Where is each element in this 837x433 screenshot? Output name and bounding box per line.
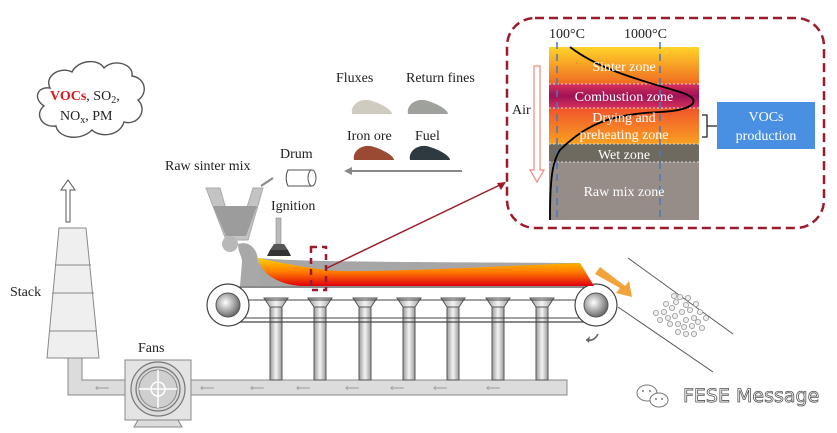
wind-box (263, 297, 289, 381)
stack-label: Stack (10, 285, 41, 300)
fans-label: Fans (138, 341, 164, 356)
ignition-hood (267, 217, 291, 256)
svg-text:⟵: ⟵ (296, 383, 310, 394)
sinter-zone-label: Sinter zone (592, 60, 655, 75)
raw-mix-zone (549, 162, 699, 220)
exhaust-up-arrow-icon (60, 179, 76, 223)
svg-text:⟵: ⟵ (250, 383, 264, 394)
sinter-particle (665, 314, 672, 321)
emissions-cloud: VOCs, SO2, NOx, PM (36, 61, 145, 138)
fuel-label: Fuel (415, 129, 440, 144)
emissions-line-1: VOCs, SO2, (50, 89, 120, 106)
watermark-text: FESE Message (683, 385, 819, 407)
iron-ore-pile (353, 145, 394, 160)
sinter-particle (699, 324, 706, 331)
sinter-particle (673, 298, 680, 305)
discharge-arrow-icon (595, 267, 632, 297)
wechat-icon (636, 384, 669, 408)
emissions-line-2: NOx, PM (60, 109, 113, 126)
sinter-particle (669, 304, 676, 311)
sinter-particle (691, 314, 698, 321)
sinter-particle (679, 308, 686, 315)
sinter-zone (549, 47, 699, 84)
vocs-production-box (717, 102, 815, 149)
combustion-zone (549, 84, 699, 108)
feed-hopper (205, 187, 264, 286)
sinter-particle (667, 320, 674, 327)
wind-box (307, 297, 333, 381)
svg-text:⟵: ⟵ (433, 383, 447, 394)
combustion-zone-label: Combustion zone (575, 90, 673, 105)
flow-arrow-icon: ⟵ (95, 383, 109, 394)
vocs-box-line-1: VOCs (748, 110, 783, 125)
air-label: Air (512, 103, 531, 118)
drying-zone-label-2: preheating zone (579, 128, 668, 143)
bed-zoom-marker (309, 245, 328, 292)
svg-text:⟵: ⟵ (345, 383, 359, 394)
iron-ore-label: Iron ore (347, 129, 392, 144)
wind-box (529, 297, 555, 381)
temp-100-label: 100°C (549, 27, 585, 42)
sinter-particle (671, 292, 678, 299)
sinter-particle (681, 323, 688, 330)
sinter-particle (691, 330, 698, 337)
svg-text:⟵: ⟵ (486, 383, 500, 394)
sinter-particle (685, 294, 692, 301)
sinter-particle (693, 300, 700, 307)
svg-text:⟵: ⟵ (390, 383, 404, 394)
air-down-arrow-icon (528, 65, 546, 184)
sinter-particle (653, 309, 660, 316)
discharge-chute (595, 257, 734, 373)
temp-1000-label: 1000°C (624, 27, 667, 42)
sinter-particle (677, 293, 684, 300)
raw-sinter-mix-label: Raw sinter mix (165, 159, 251, 174)
duct-flow-arrows: ⟵ ⟵ ⟵ ⟵ ⟵ ⟵ ⟵ (200, 383, 500, 394)
fan-unit (124, 359, 192, 428)
sinter-particle (661, 308, 668, 315)
sinter-particle (683, 316, 690, 323)
drum-mixer (285, 169, 317, 187)
wet-zone-label: Wet zone (598, 148, 650, 163)
temperature-profile-curve (549, 46, 695, 221)
sinter-particle (689, 322, 696, 329)
sinter-particle (703, 314, 710, 321)
feed-arrow-icon (260, 177, 274, 187)
return-fines-label: Return fines (406, 71, 475, 86)
ignition-label: Ignition (271, 199, 315, 214)
sinter-particle (675, 328, 682, 335)
sinter-particle (695, 318, 702, 325)
fuel-pile (409, 145, 450, 160)
wet-zone (549, 144, 699, 162)
inset-leader-line (326, 182, 505, 269)
wind-box (485, 297, 511, 381)
sinter-particle (683, 301, 690, 308)
sinter-strand (206, 283, 618, 327)
sinter-bed (258, 258, 594, 286)
wind-box (440, 297, 466, 381)
stack (46, 227, 100, 359)
wind-box (352, 297, 378, 381)
drum-label: Drum (280, 147, 313, 162)
wind-box (396, 297, 422, 381)
wind-boxes (263, 297, 555, 381)
sinter-particles (653, 292, 710, 337)
fluxes-label: Fluxes (336, 71, 373, 86)
bracket-icon (702, 114, 717, 138)
sinter-particle (663, 300, 670, 307)
svg-text:⟵: ⟵ (200, 383, 214, 394)
vocs-box-line-2: production (736, 129, 797, 144)
drying-zone-label-1: Drying and (592, 111, 655, 126)
sinter-particle (697, 308, 704, 315)
sinter-particle (683, 330, 690, 337)
wind-main-duct (190, 379, 568, 396)
sinter-particle (675, 320, 682, 327)
sinter-particle (657, 316, 664, 323)
sinter-particle (672, 312, 679, 319)
return-fines-pile (407, 99, 448, 114)
raw-mix-zone-label: Raw mix zone (584, 185, 665, 200)
fluxes-pile (351, 99, 392, 114)
sinter-particle (687, 306, 694, 313)
bed-cross-section (549, 42, 699, 221)
